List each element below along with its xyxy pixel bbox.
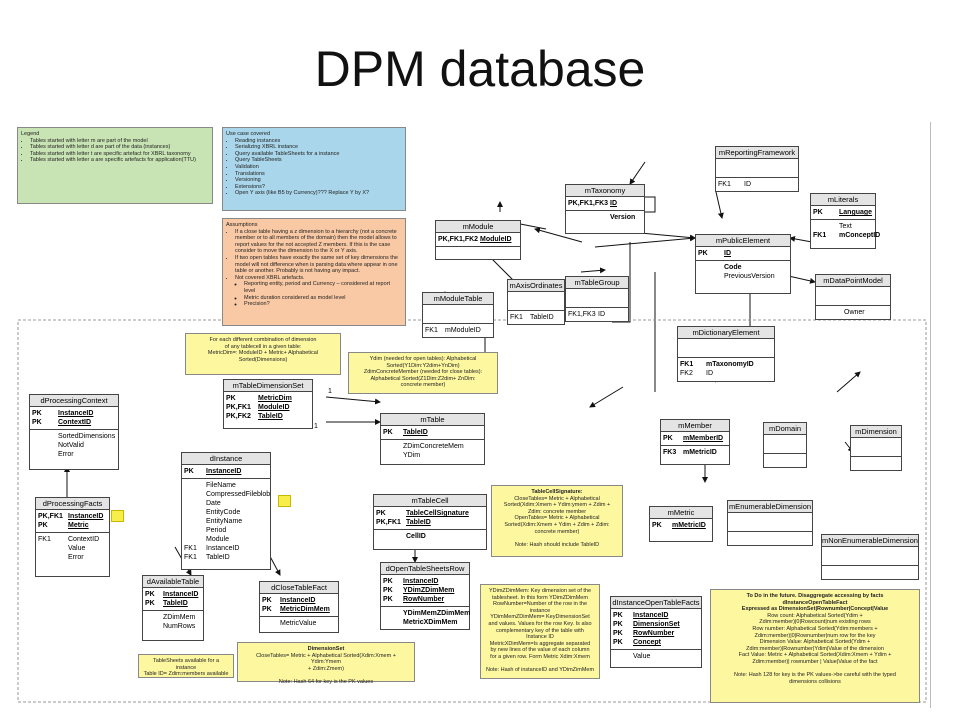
future-note: To Do in the future. Disaggregate access… [710, 589, 920, 703]
sticky-note-icon [278, 495, 291, 507]
entity-mDomain: mDomain [763, 422, 807, 468]
dimension-set-note: DimensionSet CloseTables= Metric + Alpha… [237, 642, 415, 685]
sticky-note-icon [111, 510, 124, 522]
svg-text:1: 1 [328, 388, 332, 395]
available-tables-note: TableSheets available for a instance Tab… [138, 654, 234, 678]
legend-note: Legend Tables started with letter m are … [17, 127, 213, 204]
svg-text:1: 1 [314, 423, 318, 430]
ydimzdim-note: YDimZDimMem: Key dimension set of the ta… [480, 584, 600, 679]
dimset-note: For each different combination of dimens… [185, 333, 341, 375]
entity-mEnumerableDimension: mEnumerableDimension [727, 500, 813, 546]
use-case-note: Use case covered Reading instances Seria… [222, 127, 406, 211]
assumptions-note: Assumptions If a close table having a z … [222, 218, 406, 326]
tablecell-signature-note: TableCellSignature: CloseTables= Metric … [491, 485, 623, 557]
ydim-note: Ydim (needed for open tables): Alphabeti… [348, 352, 498, 394]
entity-mDataPointModel: mDataPointModel Owner [815, 274, 891, 320]
er-diagram: 1 1 Legend Tables started with letter m … [15, 122, 931, 708]
entity-mNonEnumerableDimension: mNonEnumerableDimension [821, 534, 919, 580]
entity-mDimension: mDimension [850, 425, 902, 471]
page-title: DPM database [314, 41, 646, 97]
